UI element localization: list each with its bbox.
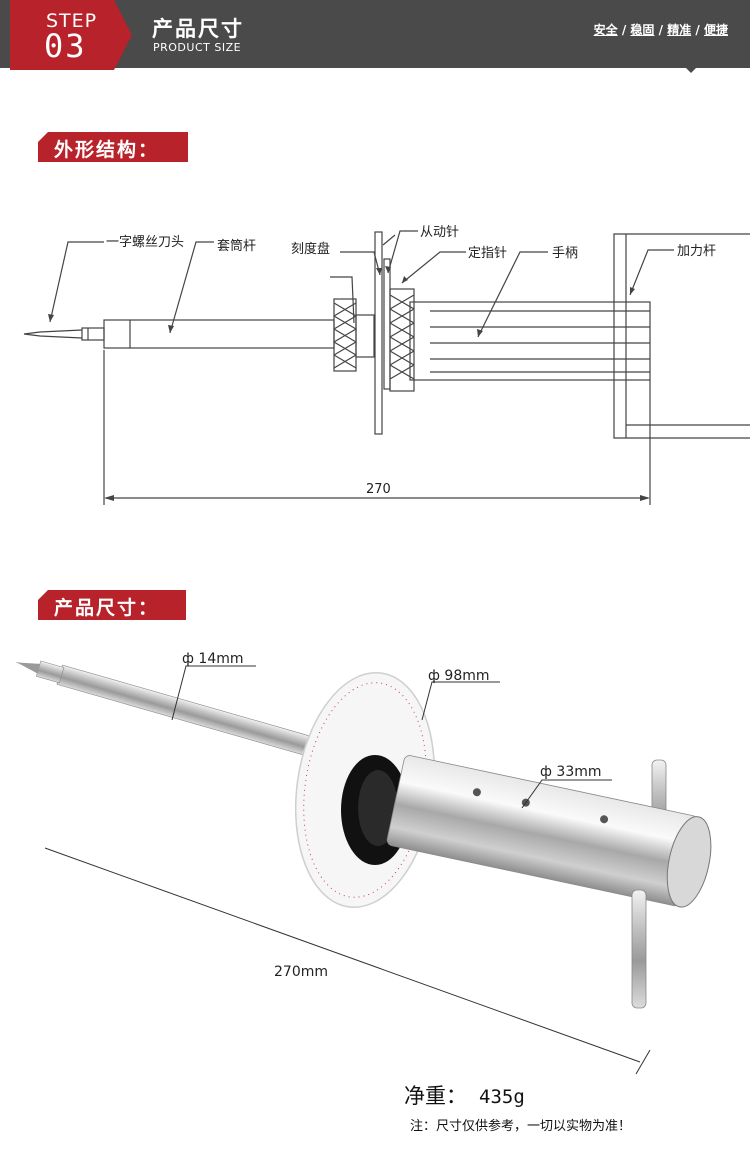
reference-note: 注：尺寸仅供参考，一切以实物为准！ (410, 1119, 632, 1134)
tag-separator: / (695, 23, 700, 37)
tag-separator: / (658, 23, 664, 37)
tag-stable: 稳固 (630, 23, 655, 37)
callout-dial: 刻度盘 (291, 241, 330, 257)
weight-line: 净重： 435g (404, 1080, 525, 1110)
diameter-shaft-label: ф 14mm (182, 651, 244, 667)
product-photo: ф 14mm ф 98mm ф 33mm 270mm (15, 651, 712, 1075)
step-badge (10, 0, 132, 70)
section-size-title: 产品尺寸： (54, 597, 160, 619)
weight-label: 净重： (404, 1084, 467, 1108)
step-word: STEP (46, 10, 98, 32)
section-size-label: 产品尺寸： (38, 590, 186, 620)
tag-safe: 安全 (593, 23, 618, 37)
sleeve-shaft (56, 664, 323, 760)
length-label: 270mm (274, 964, 328, 980)
callout-bit: 一字螺丝刀头 (106, 235, 184, 250)
page-header: STEP 03 产品尺寸 PRODUCT SIZE 安全 / 稳固 / 精准 /… (0, 0, 750, 70)
page-title: 产品尺寸 (152, 17, 244, 41)
diameter-dial-label: ф 98mm (428, 668, 490, 684)
callout-fixed-pointer: 定指针 (468, 246, 507, 261)
callout-force-bar: 加力杆 (677, 244, 716, 259)
callout-follower-needle: 从动针 (420, 225, 459, 240)
page-subtitle: PRODUCT SIZE (153, 41, 242, 54)
tag-convenient: 便捷 (703, 23, 728, 37)
force-bar-bottom (631, 889, 647, 1009)
section-structure-label: 外形结构： (38, 132, 188, 162)
section-structure-title: 外形结构： (54, 139, 160, 161)
weight-value: 435g (479, 1086, 525, 1108)
tag-separator: / (621, 23, 627, 37)
feature-tags: 安全 / 稳固 / 精准 / 便捷 (594, 21, 728, 38)
structure-diagram: 一字螺丝刀头 套筒杆 刻度盘 从动针 定指针 手柄 加力杆 270 (23, 225, 750, 505)
step-number: 03 (44, 27, 87, 65)
callout-handle: 手柄 (552, 246, 578, 261)
tag-precise: 精准 (667, 23, 692, 37)
length-dimension-label: 270 (366, 482, 391, 497)
callout-sleeve: 套筒杆 (217, 238, 256, 254)
header-notch (684, 66, 698, 73)
diameter-handle-label: ф 33mm (540, 764, 602, 780)
